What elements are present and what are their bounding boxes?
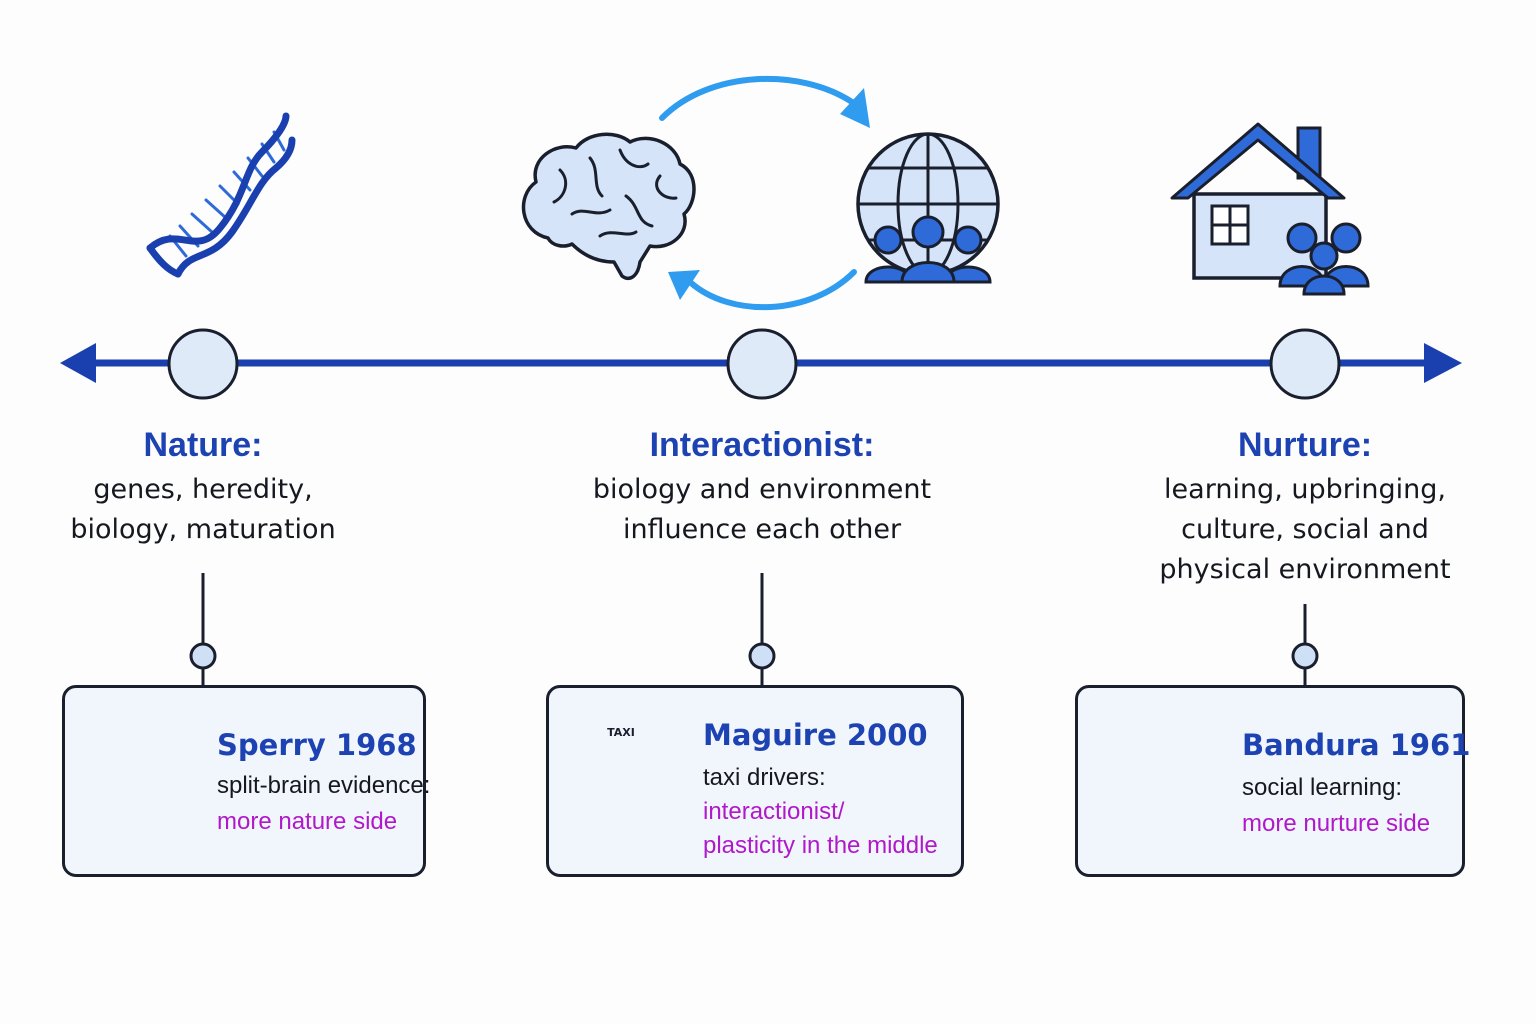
- spectrum-axis: [60, 328, 1462, 400]
- maguire-connector-node: [748, 642, 776, 670]
- taxi-sign-label: TAXI: [607, 726, 635, 739]
- sperry-card-title: Sperry 1968: [217, 728, 417, 762]
- bandura-connector-node: [1291, 642, 1319, 670]
- nature-title: Nature:: [143, 426, 263, 464]
- interactionist-description-line: influence each other: [622, 514, 902, 545]
- axis-left-arrowhead: [60, 343, 96, 383]
- interactionist-title: Interactionist:: [649, 426, 875, 464]
- bandura-card: Bandura 1961 social learning: more nurtu…: [1075, 685, 1470, 877]
- nature-description-line: biology, maturation: [70, 514, 336, 545]
- maguire-card-title: Maguire 2000: [703, 718, 928, 752]
- nurture-description-line: physical environment: [1159, 554, 1451, 585]
- interactionist-description-line: biology and environment: [592, 474, 932, 505]
- bandura-card-line-1: social learning:: [1242, 774, 1403, 801]
- sperry-card: Sperry 1968 split-brain evidence: more n…: [62, 685, 430, 877]
- nurture-title: Nurture:: [1237, 426, 1373, 464]
- sperry-card-line-2: more nature side: [217, 808, 398, 835]
- brain-environment-cycle-icon: [521, 75, 1000, 311]
- nature-marker: [167, 328, 239, 400]
- connectors: [189, 573, 1319, 686]
- brain-icon: [521, 132, 696, 281]
- maguire-card-line-1: taxi drivers:: [703, 764, 826, 791]
- nurture-marker: [1269, 328, 1341, 400]
- interactionist-marker: [726, 328, 798, 400]
- maguire-card-line-3: plasticity in the middle: [703, 832, 938, 859]
- sperry-card-line-1: split-brain evidence:: [217, 772, 431, 799]
- family-people: [1278, 222, 1370, 296]
- sperry-connector-node: [189, 642, 217, 670]
- house-family-icon: [1170, 122, 1370, 296]
- nature-description-line: genes, heredity,: [93, 474, 313, 505]
- nature-description: genes, heredity, biology, maturation: [43, 470, 363, 550]
- bandura-card-line-2: more nurture side: [1242, 810, 1431, 837]
- nurture-description: learning, upbringing, culture, social an…: [1135, 470, 1475, 590]
- cycle-arrows: [659, 75, 857, 311]
- bandura-card-title: Bandura 1961: [1242, 728, 1471, 762]
- nurture-description-line: learning, upbringing,: [1164, 474, 1446, 505]
- interactionist-description: biology and environment influence each o…: [572, 470, 952, 550]
- axis-right-arrowhead: [1424, 343, 1462, 383]
- nurture-description-line: culture, social and: [1181, 514, 1429, 545]
- globe-people-icon: [856, 132, 1000, 284]
- maguire-card-line-2: interactionist/: [703, 798, 845, 825]
- dna-icon: [146, 112, 296, 278]
- house-window: [1210, 204, 1250, 246]
- maguire-card: Maguire 2000 taxi drivers: interactionis…: [546, 685, 964, 877]
